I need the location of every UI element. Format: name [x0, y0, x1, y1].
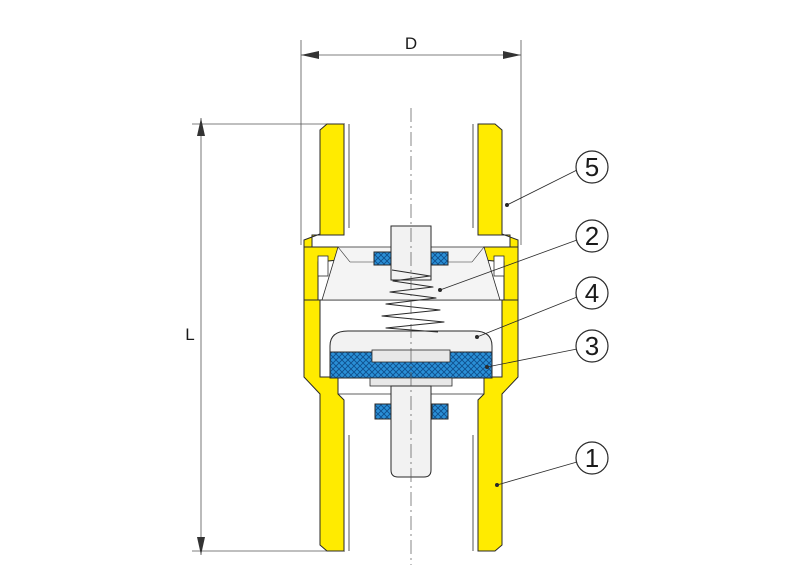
leader-3: [486, 348, 578, 368]
callout-5-circle: [575, 150, 609, 184]
d-arrow-left: [301, 51, 319, 59]
callout-4-circle: [575, 276, 609, 310]
leader-2-dot: [438, 288, 442, 292]
callout-4: 4: [475, 276, 609, 339]
leader-1: [496, 461, 578, 486]
callout-4-number: 4: [585, 278, 599, 308]
dimension-d: D: [300, 34, 522, 245]
l-arrow-bottom: [197, 537, 205, 555]
dimension-l: L: [185, 118, 345, 555]
lower-guide-seal-right: [431, 403, 449, 420]
d-label: D: [405, 34, 417, 53]
callout-2-number: 2: [585, 221, 599, 251]
leader-5: [506, 169, 578, 206]
poppet-disc: [329, 330, 493, 353]
callout-2: 2: [438, 219, 609, 292]
upper-guide-seal-right: [429, 251, 449, 266]
d-arrow-right: [503, 51, 521, 59]
leader-4: [476, 296, 578, 338]
callout-5: 5: [505, 150, 609, 207]
leader-1-dot: [495, 483, 499, 487]
leader-5-dot: [505, 203, 509, 207]
callout-1-circle: [575, 441, 609, 475]
lower-guide-seal-left: [374, 403, 392, 420]
callout-1: 1: [495, 441, 609, 487]
callout-3-circle: [575, 329, 609, 363]
callout-5-number: 5: [585, 152, 599, 182]
callout-3: 3: [485, 329, 609, 369]
upper-guide-seal-left: [373, 251, 393, 266]
leader-3-dot: [485, 365, 489, 369]
leader-2: [439, 239, 578, 291]
l-arrow-top: [197, 118, 205, 136]
callout-3-number: 3: [585, 331, 599, 361]
l-label: L: [185, 325, 194, 344]
leader-4-dot: [475, 335, 479, 339]
callout-1-number: 1: [585, 443, 599, 473]
callout-2-circle: [575, 219, 609, 253]
